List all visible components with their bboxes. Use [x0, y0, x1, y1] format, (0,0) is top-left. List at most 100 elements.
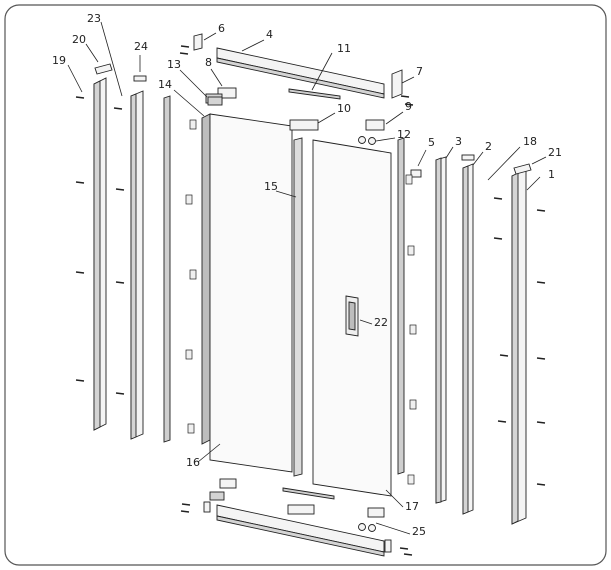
leader-line-16 — [197, 443, 221, 463]
callout-6: 6 — [218, 22, 225, 35]
glass-clips — [185, 119, 417, 485]
leader-line-22 — [359, 319, 373, 325]
bottom-end-cap-left — [203, 501, 211, 513]
part-3-wall-profile — [435, 156, 447, 504]
callout-24: 24 — [134, 40, 148, 53]
callout-1: 1 — [548, 168, 555, 181]
leader-line-25 — [375, 522, 411, 535]
part-4-top-rail — [216, 47, 385, 99]
glass-clip-3 — [189, 269, 197, 280]
leader-line-20 — [85, 43, 99, 63]
callout-22: 22 — [374, 316, 388, 329]
callout-19: 19 — [52, 54, 66, 67]
glass-clip-5 — [187, 423, 195, 434]
bottom-roller-right — [358, 507, 385, 532]
screws — [75, 45, 546, 556]
part-6-corner-bracket — [193, 33, 203, 51]
screw-4 — [75, 379, 85, 382]
leader-line-15 — [275, 190, 297, 198]
screw-23 — [181, 503, 191, 506]
callout-21: 21 — [548, 146, 562, 159]
leader-line-7 — [401, 76, 415, 84]
screw-14 — [536, 281, 546, 284]
part-18-spacer — [461, 154, 475, 161]
leader-line-9 — [385, 111, 404, 125]
callout-labels: 1234567891011121314151617181920212223242… — [52, 12, 562, 538]
leader-line-11 — [311, 52, 333, 91]
callout-9: 9 — [405, 100, 412, 113]
callout-15: 15 — [264, 180, 278, 193]
screw-12 — [404, 103, 414, 106]
screw-10 — [179, 52, 189, 55]
screw-13 — [536, 209, 546, 212]
screw-25 — [403, 553, 413, 556]
screw-21 — [497, 420, 507, 423]
part-2-wall-profile — [462, 163, 474, 515]
leader-line-10 — [317, 112, 336, 124]
leader-line-13 — [179, 69, 208, 98]
part-12-fasteners — [358, 136, 376, 145]
leader-line-4 — [241, 39, 265, 52]
callout-5: 5 — [428, 136, 435, 149]
part-21-top-cap — [513, 163, 532, 175]
part-7-corner-bracket — [391, 69, 403, 99]
part-1-wall-profile — [511, 169, 527, 525]
screw-22 — [180, 510, 190, 513]
leader-line-17 — [385, 489, 404, 508]
screw-9 — [180, 45, 190, 48]
leader-line-23 — [100, 21, 123, 97]
callout-2: 2 — [485, 140, 492, 153]
leader-line-14 — [173, 89, 205, 117]
parts-layer — [93, 33, 532, 557]
bottom-roller-left — [209, 478, 237, 501]
leader-line-8 — [210, 68, 223, 87]
screw-20 — [499, 354, 509, 357]
callout-16: 16 — [186, 456, 200, 469]
leader-line-12 — [375, 137, 396, 142]
leader-lines — [67, 21, 547, 535]
screw-6 — [115, 188, 125, 191]
screw-11 — [400, 95, 410, 98]
callout-8: 8 — [205, 56, 212, 69]
leader-line-6 — [203, 32, 217, 41]
leader-line-21 — [531, 156, 547, 165]
callout-14: 14 — [158, 78, 172, 91]
leader-line-1 — [526, 176, 541, 191]
leader-line-18 — [487, 146, 521, 181]
leader-line-2 — [472, 151, 484, 166]
callout-18: 18 — [523, 135, 537, 148]
callout-3: 3 — [455, 135, 462, 148]
part-13-roller-bracket — [207, 96, 223, 106]
glass-clip-1 — [189, 119, 197, 130]
callout-12: 12 — [397, 128, 411, 141]
part-25-bottom-rail — [216, 504, 385, 557]
screw-18 — [493, 197, 503, 200]
screw-2 — [75, 181, 85, 184]
part-11-top-guide — [288, 88, 341, 100]
glass-clip-2 — [185, 194, 193, 205]
part-15-center-profile — [293, 137, 303, 477]
drawing-border — [4, 4, 607, 566]
glass-clip-9 — [409, 399, 417, 410]
part-14-door-seal — [201, 113, 211, 445]
callout-25: 25 — [412, 525, 426, 538]
part-19-wall-profile — [93, 77, 107, 431]
screw-16 — [536, 421, 546, 424]
screw-5 — [113, 107, 123, 110]
part-5-seal-cap — [410, 169, 422, 178]
part-16-fixed-glass-panel — [209, 113, 293, 473]
part-23-wall-profile — [130, 90, 144, 440]
seal-strip-right — [397, 137, 405, 475]
glass-clip-7 — [407, 245, 415, 256]
callout-13: 13 — [167, 58, 181, 71]
leader-line-19 — [67, 64, 83, 93]
part-24-spacer — [133, 75, 147, 82]
part-10-top-roller — [289, 119, 319, 131]
seal-strip-left — [163, 95, 171, 443]
screw-15 — [536, 357, 546, 360]
callout-23: 23 — [87, 12, 101, 25]
bottom-roller-center — [287, 504, 315, 515]
part-20-top-cap — [94, 63, 113, 75]
